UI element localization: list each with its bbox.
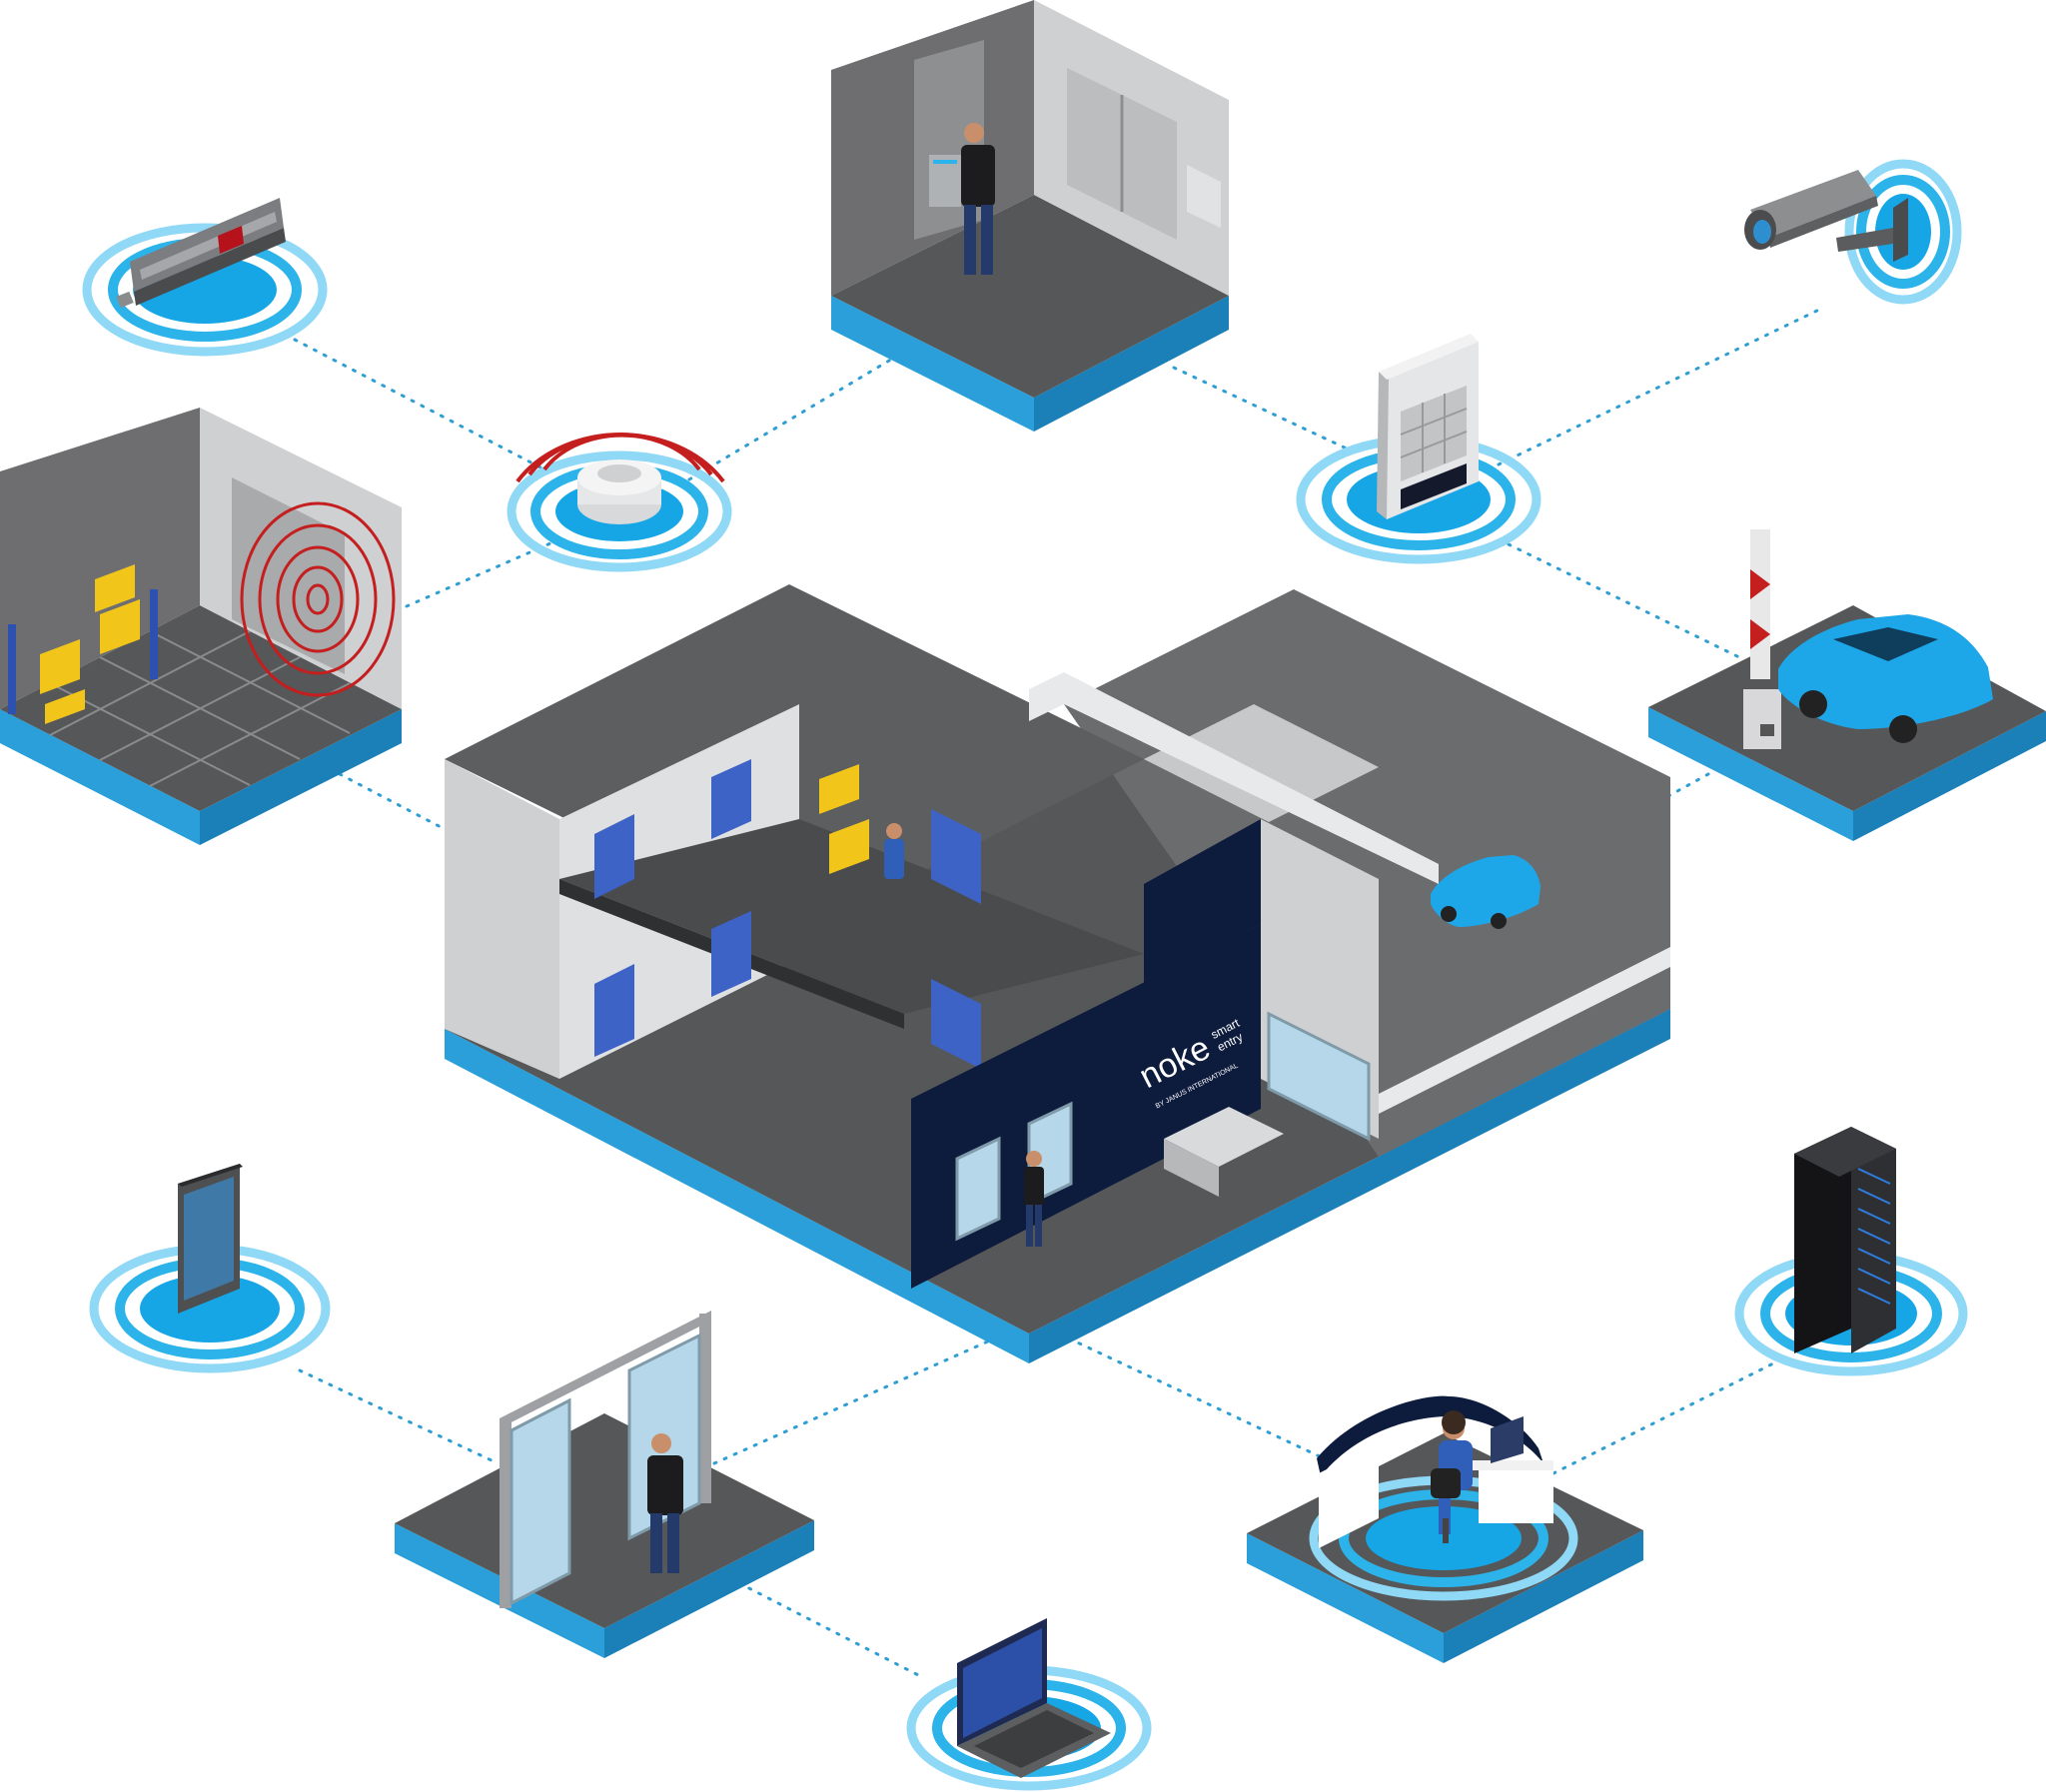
link-smoke-storage [398,537,561,611]
person-icon [884,823,904,879]
link-office-server [1551,1361,1775,1475]
motion-sensor-icon [240,501,396,697]
storage-doors-lower [594,911,981,1069]
gate-barrier-icon [1743,529,1781,749]
keypad-reader-node[interactable] [1296,334,1541,564]
link-keypad-camera [1497,306,1825,466]
elevator-room-node[interactable] [831,0,1229,432]
storage-facility-icon[interactable]: noke smart entry BY JANUS INTERNATIONAL [445,584,1670,1363]
laptop-icon [957,1618,1111,1778]
link-elevator-keypad [1172,366,1351,451]
office-desk-icon [1317,1395,1553,1548]
laptop-node[interactable] [906,1618,1152,1791]
smartphone-node[interactable] [89,1164,331,1373]
person-icon [647,1433,683,1573]
gate-barrier-node[interactable] [1648,529,2046,841]
door-lock-node[interactable] [82,198,328,357]
link-lock-smoke [293,338,546,471]
link-phone-door [298,1368,494,1462]
car-icon [1778,614,1993,743]
person-icon [1024,1151,1044,1247]
link-door-facility [712,1335,1001,1465]
smartphone-icon [178,1164,243,1314]
storage-unit-node[interactable] [0,408,402,845]
link-keypad-gate [1507,542,1745,661]
storage-shelf-icon [8,564,158,724]
security-camera-node[interactable] [1744,159,1962,305]
person-icon [1431,1410,1473,1543]
server-rack-icon [1794,1127,1896,1353]
elevator-keypad-icon [929,155,961,207]
person-icon [961,123,995,275]
smoke-detector-icon [577,459,661,524]
link-smoke-elevator [687,356,896,481]
smoke-detector-node[interactable] [507,433,732,572]
office-desk-node[interactable] [1247,1395,1643,1663]
signal-waves-icon [515,433,725,483]
storage-doors-upper [594,759,981,904]
link-door-laptop [737,1581,926,1680]
link-facility-office [1067,1337,1326,1460]
connector-lines [293,306,1825,1680]
keypad-icon [1377,334,1479,519]
link-storage-facility [338,772,447,831]
car-icon [1431,855,1540,929]
server-rack-node[interactable] [1734,1127,1968,1376]
camera-icon [1744,170,1908,262]
sliding-door-node[interactable] [395,1311,814,1658]
door-lock-icon [116,198,286,309]
